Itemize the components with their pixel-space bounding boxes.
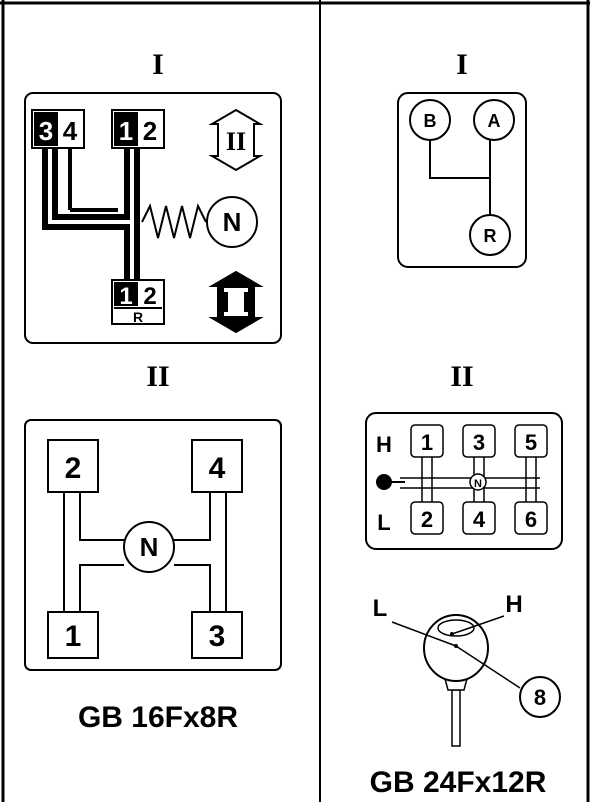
gear-label-2: 2	[421, 507, 433, 532]
right-gear-boxes: 1 3 5 2 4 6	[410, 424, 548, 535]
left-section1-roman: I	[152, 48, 164, 81]
lever-label-h: H	[505, 591, 522, 618]
left-neutral-circle	[206, 196, 258, 248]
callout-8-label: 8	[534, 685, 546, 710]
right-section2-panel: N H L 1 3 5 2 4 6	[365, 412, 563, 550]
gear-box-6	[514, 501, 548, 535]
right-caption: GB 24Fx12R	[370, 766, 547, 799]
pos-r-label: R	[484, 226, 497, 246]
gear-label-3: 3	[473, 430, 485, 455]
gear-box-1	[410, 424, 444, 458]
right-neutral-circle	[469, 473, 487, 491]
left-section1-panel: N 34 34 12 12 12 R 12 II	[24, 92, 282, 344]
gear-box-2	[410, 501, 444, 535]
left-neutral-label: N	[223, 207, 242, 237]
gear-box-5	[514, 424, 548, 458]
range-arrow-upper-icon: II	[208, 108, 264, 172]
right-section1-panel: B A R	[397, 92, 527, 268]
gear-3-label: 3	[209, 620, 226, 653]
label-h: H	[376, 432, 392, 457]
shift-lever-illustration: L H 8	[373, 591, 561, 747]
left-section2-roman: II	[146, 360, 169, 393]
gear-1-label: 1	[65, 620, 82, 653]
left2-neutral-circle	[123, 521, 175, 573]
pos-a-circle	[473, 99, 515, 141]
gear-box-3	[462, 424, 496, 458]
range-box-low-sub: R	[133, 309, 143, 325]
gear-box-4	[462, 501, 496, 535]
left-caption: GB 16Fx8R	[78, 701, 238, 734]
label-l: L	[377, 510, 390, 535]
gear-label-5: 5	[525, 430, 537, 455]
left2-neutral-label: N	[140, 532, 159, 562]
gear-label-4: 4	[473, 507, 486, 532]
right-neutral-label: N	[474, 478, 482, 490]
pos-b-label: B	[424, 111, 437, 131]
pos-b-circle	[409, 99, 451, 141]
range-arrow-lower-icon: I	[208, 270, 264, 334]
gear-4-label: 4	[209, 452, 226, 485]
callout-8-circle	[519, 676, 561, 718]
pos-a-label: A	[488, 111, 501, 131]
gear-2-label: 2	[65, 452, 82, 485]
lever-label-l: L	[373, 595, 388, 622]
svg-text:II: II	[226, 127, 246, 156]
left-section2-panel: N 2 4 1 3	[24, 419, 282, 671]
gear-label-6: 6	[525, 507, 537, 532]
right-section1-roman: I	[456, 48, 468, 81]
right-section2-roman: II	[450, 360, 473, 393]
gear-label-1: 1	[421, 430, 433, 455]
pos-r-circle	[469, 214, 511, 256]
